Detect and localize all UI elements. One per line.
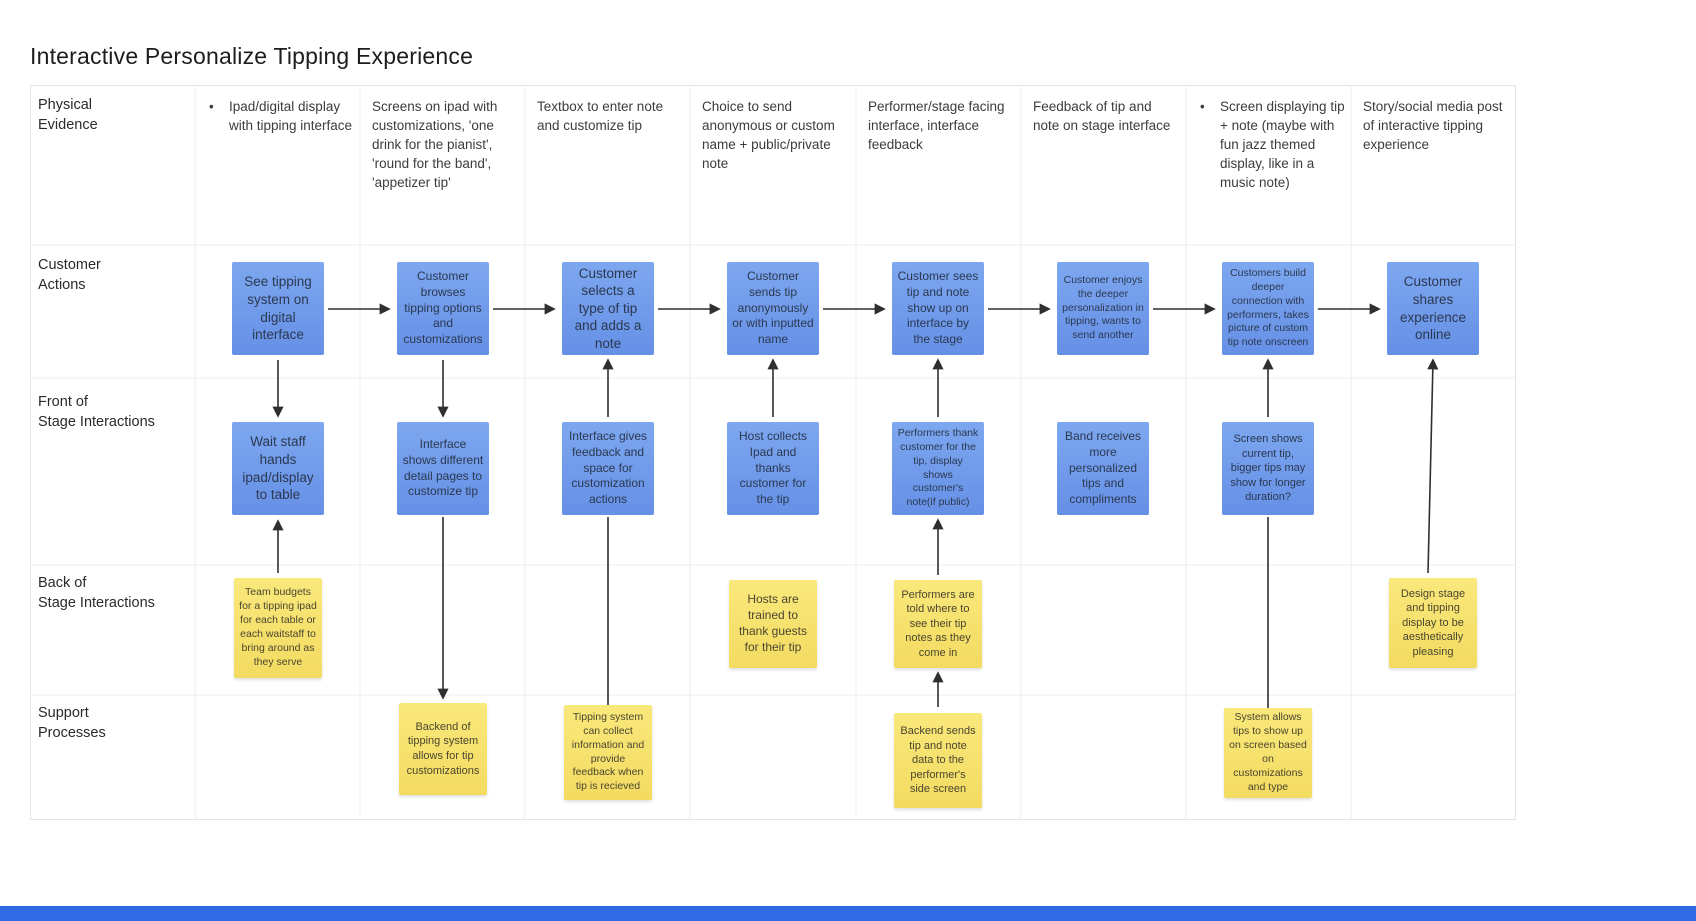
physical-evidence-item: Feedback of tip and note on stage interf… xyxy=(1033,99,1171,133)
customer-action-box[interactable]: Customers build deeper connection with p… xyxy=(1222,262,1314,355)
customer-action-box[interactable]: Customer browses tipping options and cus… xyxy=(397,262,489,355)
support-note[interactable]: Backend sends tip and note data to the p… xyxy=(894,713,982,808)
front-stage-box[interactable]: Host collects Ipad and thanks customer f… xyxy=(727,422,819,515)
front-stage-box[interactable]: Interface gives feedback and space for c… xyxy=(562,422,654,515)
support-note[interactable]: Tipping system can collect information a… xyxy=(564,705,652,800)
bullet-icon: • xyxy=(1200,99,1205,114)
back-stage-note[interactable]: Design stage and tipping display to be a… xyxy=(1389,578,1477,668)
customer-action-box[interactable]: Customer sees tip and note show up on in… xyxy=(892,262,984,355)
bottom-scrollbar[interactable] xyxy=(0,906,1696,921)
front-stage-box[interactable]: Screen shows current tip, bigger tips ma… xyxy=(1222,422,1314,515)
physical-evidence-item: Choice to send anonymous or custom name … xyxy=(702,99,835,171)
back-stage-note[interactable]: Hosts are trained to thank guests for th… xyxy=(729,580,817,668)
page-title: Interactive Personalize Tipping Experien… xyxy=(30,43,474,70)
customer-action-box[interactable]: Customer sends tip anonymously or with i… xyxy=(727,262,819,355)
customer-action-box[interactable]: Customer selects a type of tip and adds … xyxy=(562,262,654,355)
back-stage-note[interactable]: Team budgets for a tipping ipad for each… xyxy=(234,578,322,678)
bullet-icon: • xyxy=(209,99,214,114)
front-stage-box[interactable]: Performers thank customer for the tip, d… xyxy=(892,422,984,515)
customer-action-box[interactable]: Customer enjoys the deeper personalizati… xyxy=(1057,262,1149,355)
grid-and-connector-lines xyxy=(30,85,1516,820)
physical-evidence-item: Story/social media post of interactive t… xyxy=(1363,99,1503,152)
physical-evidence-item: •Ipad/digital display with tipping inter… xyxy=(209,99,353,133)
physical-evidence-item: Performer/stage facing interface, interf… xyxy=(868,99,1005,152)
front-stage-box[interactable]: Wait staff hands ipad/display to table xyxy=(232,422,324,515)
physical-evidence-item: •Screen displaying tip + note (maybe wit… xyxy=(1200,99,1345,190)
support-note[interactable]: System allows tips to show up on screen … xyxy=(1224,708,1312,798)
customer-action-box[interactable]: Customer shares experience online xyxy=(1387,262,1479,355)
support-note[interactable]: Backend of tipping system allows for tip… xyxy=(399,703,487,795)
physical-evidence-item: Textbox to enter note and customize tip xyxy=(537,99,664,133)
back-stage-note[interactable]: Performers are told where to see their t… xyxy=(894,580,982,668)
front-stage-box[interactable]: Band receives more personalized tips and… xyxy=(1057,422,1149,515)
physical-evidence-item: Screens on ipad with customizations, 'on… xyxy=(372,99,498,190)
front-stage-box[interactable]: Interface shows different detail pages t… xyxy=(397,422,489,515)
customer-action-box[interactable]: See tipping system on digital interface xyxy=(232,262,324,355)
